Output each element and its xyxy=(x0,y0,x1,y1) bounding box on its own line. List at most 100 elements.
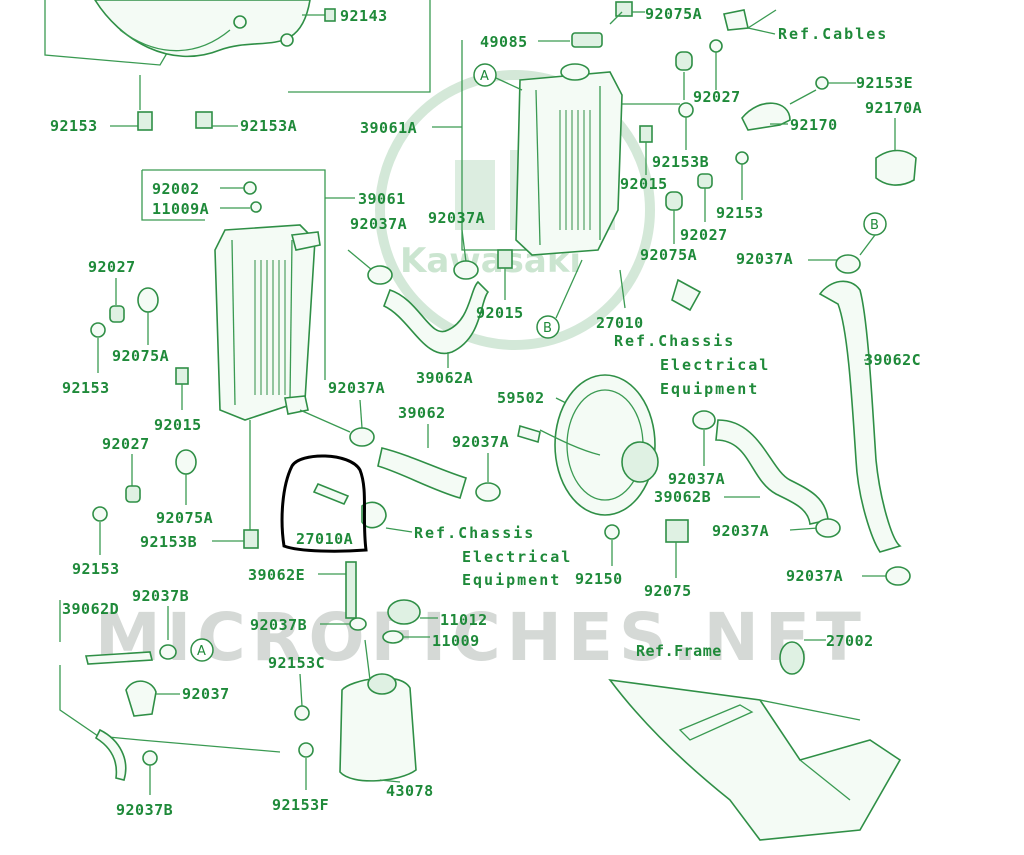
grommet-part xyxy=(615,1,633,17)
reserve-tank-part xyxy=(339,639,417,782)
grommet-part xyxy=(665,191,683,211)
gasket-part xyxy=(382,630,404,644)
ref-frame-label: Ref.Frame xyxy=(636,642,722,660)
ref-chassis-1b: Electrical xyxy=(660,356,770,374)
hose-39062-part xyxy=(377,447,467,499)
part-label-92015-top: 92015 xyxy=(620,175,668,193)
part-label-92170: 92170 xyxy=(790,116,838,134)
collar-part xyxy=(125,485,141,503)
marker-A-low: A xyxy=(197,644,206,659)
bolt-part xyxy=(604,524,620,540)
clip-part xyxy=(349,617,367,631)
part-label-11009: 11009 xyxy=(432,632,480,650)
part-label-92037B-mid: 92037B xyxy=(250,616,307,634)
part-label-92153B-top: 92153B xyxy=(652,153,709,171)
part-label-92037A-7: 92037A xyxy=(712,522,769,540)
part-label-49085: 49085 xyxy=(480,33,528,51)
clip-part xyxy=(497,249,513,269)
hose-39062C-part xyxy=(818,280,902,553)
part-label-92037B-bot: 92037B xyxy=(116,801,173,819)
part-label-39062C: 39062C xyxy=(864,351,921,369)
hose-clamp-part xyxy=(835,254,861,274)
part-label-92027-low: 92027 xyxy=(102,435,150,453)
clip-part xyxy=(159,644,177,660)
hose-part xyxy=(94,728,127,781)
part-label-92153F: 92153F xyxy=(272,796,329,814)
clip-part xyxy=(639,125,653,143)
ref-chassis-1a: Ref.Chassis xyxy=(614,332,735,350)
clamp-part xyxy=(125,680,157,717)
part-label-92075A-top: 92075A xyxy=(645,5,702,23)
bracket-part xyxy=(741,102,791,131)
part-label-92037A-3: 92037A xyxy=(328,379,385,397)
bolt-part xyxy=(298,742,314,758)
part-label-92075A-low: 92075A xyxy=(156,509,213,527)
clip-part xyxy=(175,367,189,385)
hose-clamp-part xyxy=(885,566,911,586)
part-label-92150: 92150 xyxy=(575,570,623,588)
part-label-92153B-low: 92153B xyxy=(140,533,197,551)
cable-clamp-part xyxy=(723,9,749,31)
bolt-part xyxy=(815,76,829,90)
part-label-39062D: 39062D xyxy=(62,600,119,618)
part-label-27002: 27002 xyxy=(826,632,874,650)
part-label-92037: 92037 xyxy=(182,685,230,703)
marker-A-top: A xyxy=(480,69,489,84)
bolt-part xyxy=(92,506,108,522)
bolt-part xyxy=(137,111,153,131)
ref-chassis-2a: Ref.Chassis xyxy=(414,524,535,542)
ref-chassis-1c: Equipment xyxy=(660,380,759,398)
grommet-part xyxy=(675,51,693,71)
marker-B-mid: B xyxy=(543,321,552,336)
bolt-part xyxy=(195,111,213,129)
collar-part xyxy=(109,305,125,323)
part-label-39062E: 39062E xyxy=(248,566,305,584)
part-label-92037B-top: 92037B xyxy=(132,587,189,605)
bolt-part xyxy=(294,705,310,721)
hose-39062A-part xyxy=(382,280,490,355)
collar-part xyxy=(697,173,713,189)
front-fender-part xyxy=(44,0,431,110)
bolt-part xyxy=(735,151,749,165)
hose-39062B-part xyxy=(715,419,829,525)
hose-39062E-part xyxy=(345,561,357,619)
part-label-59502: 59502 xyxy=(497,389,545,407)
ref-chassis-2c: Equipment xyxy=(462,571,561,589)
part-label-92037A-5: 92037A xyxy=(452,433,509,451)
bolt-part xyxy=(90,322,106,338)
part-label-92153-right: 92153 xyxy=(716,204,764,222)
part-label-92075A-left: 92075A xyxy=(112,347,169,365)
part-label-92037A-8: 92037A xyxy=(786,567,843,585)
part-label-92015-low: 92015 xyxy=(476,304,524,322)
clamp-part xyxy=(875,149,917,186)
wire-part xyxy=(671,278,702,312)
part-label-92153C: 92153C xyxy=(268,654,325,672)
part-label-39062: 39062 xyxy=(398,404,446,422)
part-label-92153A: 92153A xyxy=(240,117,297,135)
hose-clamp-part xyxy=(815,518,841,538)
fan-switch-cover-part xyxy=(779,641,805,675)
clip-part xyxy=(142,750,158,766)
bolt-part xyxy=(324,8,336,22)
hose-clamp-part xyxy=(475,482,501,502)
part-label-92075A-mid: 92075A xyxy=(640,246,697,264)
part-label-92027-right: 92027 xyxy=(680,226,728,244)
site-watermark: MICROFICHES.NET xyxy=(95,599,867,676)
grommet-part xyxy=(137,287,159,313)
hose-39062D-part xyxy=(84,651,154,665)
cooling-fan-part xyxy=(517,374,659,516)
right-radiator-part: A xyxy=(432,40,623,256)
part-label-92153-low: 92153 xyxy=(72,560,120,578)
part-label-92075: 92075 xyxy=(644,582,692,600)
highlight-circle-marker xyxy=(280,454,368,553)
part-label-92037A-6: 92037A xyxy=(668,470,725,488)
part-label-11009A: 11009A xyxy=(152,200,209,218)
part-label-92143: 92143 xyxy=(340,7,388,25)
grommet-part xyxy=(175,449,197,475)
part-label-92153: 92153 xyxy=(50,117,98,135)
rubber-part xyxy=(571,32,603,48)
ref-chassis-2b: Electrical xyxy=(462,548,572,566)
part-label-92037A-1: 92037A xyxy=(350,215,407,233)
left-radiator-part xyxy=(141,169,355,549)
